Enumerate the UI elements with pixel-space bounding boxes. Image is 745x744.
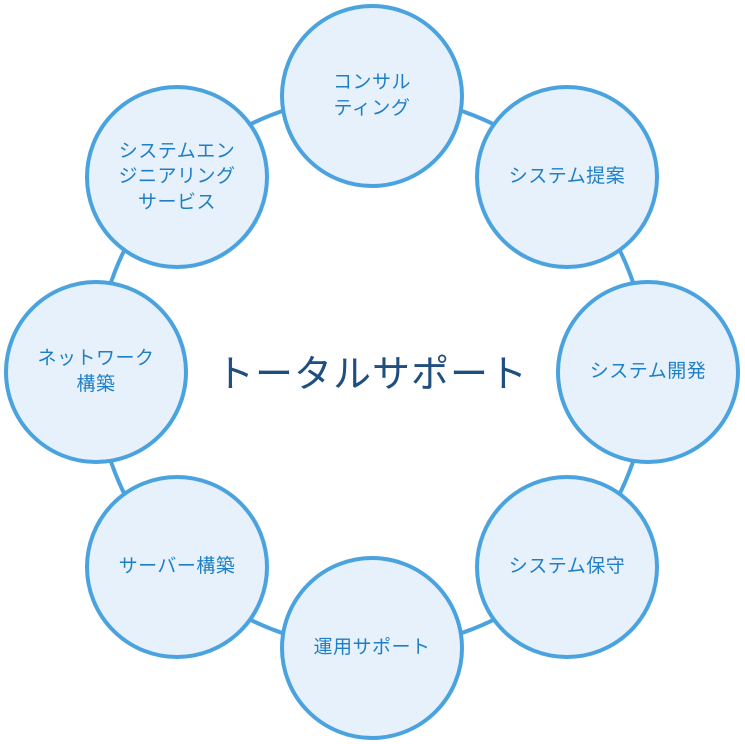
node-system-development: システム開発: [556, 280, 740, 464]
node-system-maintenance: システム保守: [475, 475, 659, 659]
node-operation-support: 運用サポート: [280, 556, 464, 740]
node-system-engineering-service: システムエン ジニアリング サービス: [85, 85, 269, 269]
center-title: トータルサポート: [215, 352, 528, 396]
node-system-proposal: システム提案: [475, 85, 659, 269]
node-network-construction: ネットワーク 構築: [4, 280, 188, 464]
node-consulting: コンサル ティング: [280, 4, 464, 188]
node-server-construction: サーバー構築: [85, 475, 269, 659]
